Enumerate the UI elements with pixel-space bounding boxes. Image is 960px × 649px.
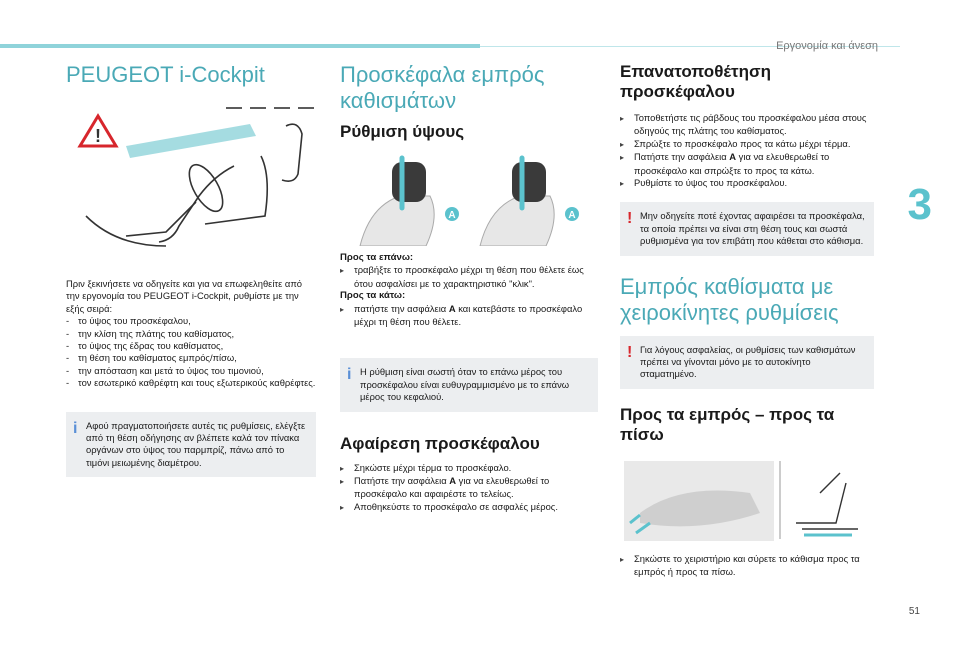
warning-triangle-icon: ! xyxy=(77,113,119,148)
refit-list: Τοποθετήστε τις ράβδους του προσκέφαλου … xyxy=(620,112,874,190)
manual-seats-title: Εμπρός καθίσματα με χειροκίνητες ρυθμίσε… xyxy=(620,273,839,325)
list-item: πατήστε την ασφάλεια A και κατεβάστε το … xyxy=(340,303,598,329)
list-item: Τοποθετήστε τις ράβδους του προσκέφαλου … xyxy=(620,112,874,138)
header-accent-bar xyxy=(0,44,480,48)
headrest-seats-illustration: A A xyxy=(359,155,579,247)
chapter-number: 3 xyxy=(907,180,932,229)
column-refit: Επανατοποθέτηση προσκέφαλου Τοποθετήστε … xyxy=(620,62,874,579)
info-icon: i xyxy=(73,419,78,437)
text: Πατήστε την ασφάλεια xyxy=(354,475,450,487)
seat-slide-illustration xyxy=(624,460,858,541)
list-item: τη θέση του καθίσματος εμπρός/πίσω, xyxy=(66,352,316,364)
label-a: A xyxy=(448,302,456,314)
cockpit-note-text: Αφού πραγματοποιήσετε αυτές τις ρυθμίσει… xyxy=(86,419,306,468)
header-title: Εργονομία και άνεση xyxy=(776,40,878,52)
cockpit-intro: Πριν ξεκινήσετε να οδηγείτε και για να ε… xyxy=(66,278,303,314)
list-item: Σπρώξτε το προσκέφαλο προς τα κάτω μέχρι… xyxy=(620,138,874,151)
list-item: Αποθηκεύστε το προσκέφαλο σε ασφαλές μέρ… xyxy=(340,501,598,514)
label-a-2: A xyxy=(568,210,575,221)
svg-text:!: ! xyxy=(95,126,101,146)
page-number: 51 xyxy=(908,606,920,617)
info-icon: i xyxy=(347,366,352,384)
fore-aft-heading: Προς τα εμπρός – προς τα πίσω xyxy=(620,404,835,444)
list-item: την κλίση της πλάτης του καθίσματος, xyxy=(66,328,316,340)
list-item: Πατήστε την ασφάλεια A για να ελευθερωθε… xyxy=(340,475,598,501)
headrest-warning: ! Μην οδηγείτε ποτέ έχοντας αφαιρέσει τα… xyxy=(620,202,874,256)
down-heading: Προς τα κάτω: xyxy=(340,290,406,302)
down-list: πατήστε την ασφάλεια A και κατεβάστε το … xyxy=(340,303,598,329)
up-list: τραβήξτε το προσκέφαλο μέχρι τη θέση που… xyxy=(340,264,598,290)
text: Πατήστε την ασφάλεια xyxy=(634,151,730,163)
text: για να ελευθερωθεί το προσκέφαλο και αφα… xyxy=(354,475,550,500)
list-item: Σηκώστε μέχρι τέρμα το προσκέφαλο. xyxy=(340,462,598,475)
driving-position-illustration: ! xyxy=(66,96,316,266)
text: για να ελευθερωθεί το προσκέφαλο και σπρ… xyxy=(634,151,830,176)
warning-icon: ! xyxy=(627,343,633,361)
list-item: Ρυθμίστε το ύψος του προσκέφαλου. xyxy=(620,177,874,190)
cockpit-adjust-list: το ύψος του προσκέφαλου, την κλίση της π… xyxy=(66,315,316,389)
list-item: το ύψος του προσκέφαλου, xyxy=(66,315,316,327)
warning-icon: ! xyxy=(627,210,633,228)
cockpit-info-note: i Αφού πραγματοποιήσετε αυτές τις ρυθμίσ… xyxy=(66,411,316,478)
height-info-note: i Η ρύθμιση είναι σωστή όταν το επάνω μέ… xyxy=(340,358,598,412)
header-rule xyxy=(480,46,900,47)
cockpit-title: PEUGEOT i-Cockpit xyxy=(66,62,265,87)
height-note-text: Η ρύθμιση είναι σωστή όταν το επάνω μέρο… xyxy=(360,366,570,403)
fore-aft-illustration xyxy=(620,452,874,543)
list-item: Πατήστε την ασφάλεια A για να ελευθερωθε… xyxy=(620,151,874,177)
removal-heading: Αφαίρεση προσκέφαλου xyxy=(340,433,540,453)
lock-callout-1: A xyxy=(445,207,459,221)
column-headrests: Προσκέφαλα εμπρός καθισμάτων Ρύθμιση ύψο… xyxy=(340,62,598,514)
height-adjust-heading: Ρύθμιση ύψους xyxy=(340,122,465,141)
seat-warning: ! Για λόγους ασφαλείας, οι ρυθμίσεις των… xyxy=(620,335,874,389)
headrest-warning-text: Μην οδηγείτε ποτέ έχοντας αφαιρέσει τα π… xyxy=(640,210,865,247)
list-item: το ύψος της έδρας του καθίσματος, xyxy=(66,340,316,352)
removal-list: Σηκώστε μέχρι τέρμα το προσκέφαλο. Πατήσ… xyxy=(340,462,598,515)
list-item: τραβήξτε το προσκέφαλο μέχρι τη θέση που… xyxy=(340,264,598,290)
list-item: Σηκώστε το χειριστήριο και σύρετε το κάθ… xyxy=(620,553,874,579)
list-item: τον εσωτερικό καθρέφτη και τους εξωτερικ… xyxy=(66,377,316,389)
lock-callout-2: A xyxy=(565,207,579,221)
label-a: A xyxy=(729,151,737,163)
up-heading: Προς τα επάνω: xyxy=(340,252,414,263)
list-item: την απόσταση και μετά το ύψος του τιμονι… xyxy=(66,365,316,377)
refit-heading: Επανατοποθέτηση προσκέφαλου xyxy=(620,62,772,101)
text: πατήστε την ασφάλεια xyxy=(354,302,449,314)
seat-warning-text: Για λόγους ασφαλείας, οι ρυθμίσεις των κ… xyxy=(640,343,856,380)
headrests-title: Προσκέφαλα εμπρός καθισμάτων xyxy=(340,62,545,113)
column-cockpit: PEUGEOT i-Cockpit ! Πριν ξεκινήσετε να ο… xyxy=(66,62,316,478)
label-a-1: A xyxy=(448,210,455,221)
text: και κατεβάστε το προσκέφαλο μέχρι τη θέσ… xyxy=(354,302,583,328)
headrest-height-illustration: A A xyxy=(340,150,598,247)
label-a: A xyxy=(449,475,457,487)
driver-seat-illustration: ! xyxy=(77,107,314,247)
fore-aft-list: Σηκώστε το χειριστήριο και σύρετε το κάθ… xyxy=(620,553,874,579)
